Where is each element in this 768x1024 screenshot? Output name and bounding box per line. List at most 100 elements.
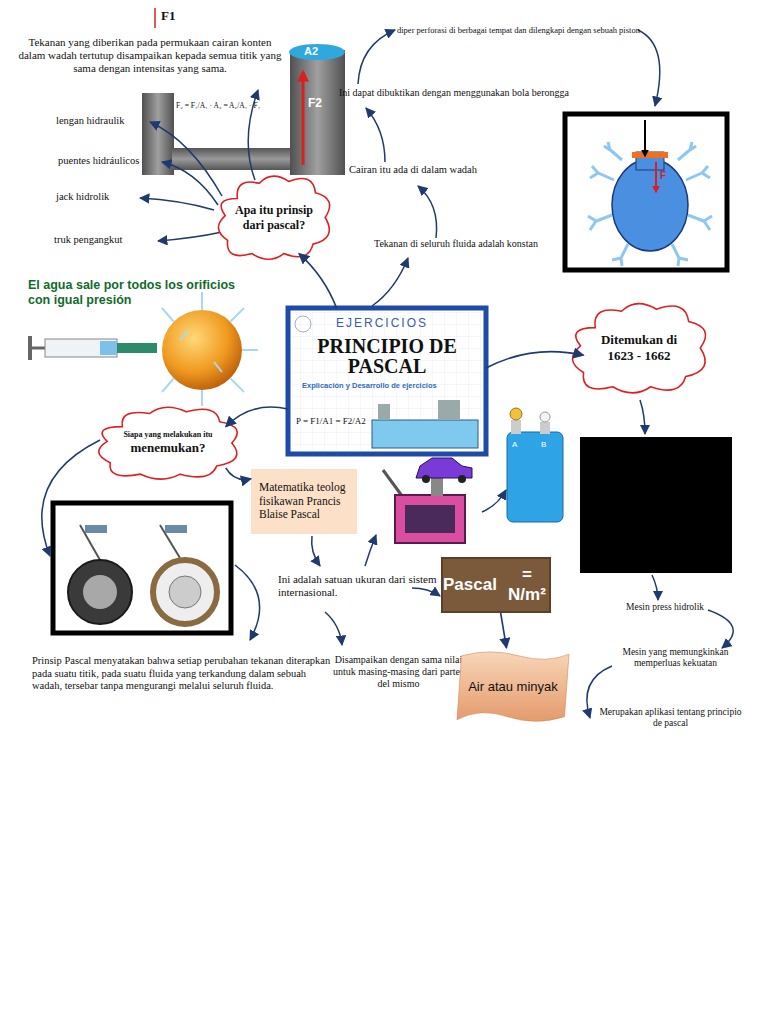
unit-box: Pascal= N/m² [441,557,551,613]
node-text: Siapa yang melakukan itu [123,430,212,440]
text-label: truk pengangkut [54,234,154,247]
text-label: jack hidrolik [56,191,156,204]
drum-hub [169,576,201,608]
node-text: Explicación y Desarrollo de ejercicios [302,381,482,390]
water-jet [612,244,628,266]
gauge [510,408,522,420]
push-arrow [644,120,646,156]
master-cylinder [85,525,107,533]
text-label: Ini adalah satuan ukuran dari sistem int… [278,573,443,599]
lift-column [431,478,443,496]
tyre [68,560,132,624]
connector-arrow [299,254,337,308]
lift-reservoir [405,505,455,533]
connector-arrow [501,613,507,648]
text-label: Cairan itu ada di dalam wadah [349,164,519,177]
date-cloud: Ditemukan di 1623 - 1662 [566,297,712,399]
image-frame [565,114,727,270]
gauge [540,412,550,422]
water-jet [678,142,696,160]
spray [162,308,174,322]
spray [201,390,203,406]
text-label: Disampaikan dengan sama nilai untuk masi… [326,654,471,690]
board-frame [288,308,486,454]
water-jet [688,215,712,230]
node-text: Ditemukan di 1623 - 1662 [588,332,690,363]
tank [372,420,478,448]
node-text: Apa itu prinsip dari pascal? [231,203,317,232]
node-text: PRINCIPIO DE PASCAL [298,336,476,376]
leader-arrow [372,258,408,306]
leader-arrow [140,198,214,210]
leader-arrow [638,30,660,106]
tube [540,422,550,434]
leader-arrow [312,536,320,566]
text-label: F₂ = F₁/A₁ · A₂ = A₂/A₁ · F₁ [176,101,264,110]
water-jet [672,244,688,266]
car [416,458,472,478]
leader-arrow [366,108,385,162]
node-text: Pascal [443,575,497,595]
connector-arrow [486,352,584,368]
spray [162,378,174,392]
force-arrow [302,72,305,165]
water-sprays [162,292,258,406]
scroll-shape [457,652,569,721]
spray [214,362,222,372]
node-text: Air atau minyak [468,679,558,695]
text-label: A [512,440,522,450]
node-text: menemukan? [130,440,205,456]
text-label: diper perforasi di berbagai tempat dan d… [397,25,667,35]
liquid-container [507,432,563,522]
syringe-nozzle [117,343,157,353]
scroll-banner: Air atau minyak [457,648,569,726]
leader-arrow [150,122,222,196]
cloud-shape [218,176,329,259]
wheel [422,475,430,483]
water-jet [686,166,710,180]
text-label: F1 [161,8,191,24]
leader-arrows [42,30,733,718]
text-label: Ini dapat dibuktikan dengan menggunakan … [339,87,569,99]
tube [511,420,521,434]
image-frame [53,503,231,633]
spray [230,378,244,392]
question-cloud: Siapa yang melakukan itumenemukan? [92,402,244,484]
water-jet [604,142,622,160]
force-arrow [655,162,657,192]
force-marker [154,8,156,28]
water-jet [588,215,612,230]
text-label: Tekanan di seluruh fluida adalah konstan [374,238,574,250]
large-cylinder [290,50,345,175]
node-text: EJERCICIOS [336,316,476,330]
title-board: EJERCICIOS PRINCIPIO DE PASCAL Explicación… [288,308,486,454]
leader-arrow [652,575,658,600]
text-label: B [541,440,551,450]
board-logo [295,316,311,332]
leader-arrow [640,400,645,434]
leader-arrow [235,565,260,640]
leader-arrow [412,588,440,596]
leader-arrow [365,535,376,566]
large-piston [438,400,460,420]
text-label: Mesin press hidrolik [626,602,736,613]
text-label: Merupakan aplikasi tentang principio de … [598,707,743,730]
text-label: puentes hidráulicos [58,155,168,168]
leader-arrow [158,232,222,241]
leader-arrow [418,186,437,238]
leader-arrow [162,162,218,205]
leader-arrow [358,30,395,84]
disc [83,575,117,609]
wheel [458,475,466,483]
cloud-shape [573,304,706,393]
leader-arrow [482,490,506,512]
piston [632,152,668,158]
piston-area [289,44,345,60]
text-label: El agua sale por todos los orificios con… [28,278,258,308]
spray [180,330,188,340]
syringe-body [45,339,117,357]
master-cylinder [165,525,187,533]
water-jet [590,166,614,180]
text-label: F [660,170,674,182]
